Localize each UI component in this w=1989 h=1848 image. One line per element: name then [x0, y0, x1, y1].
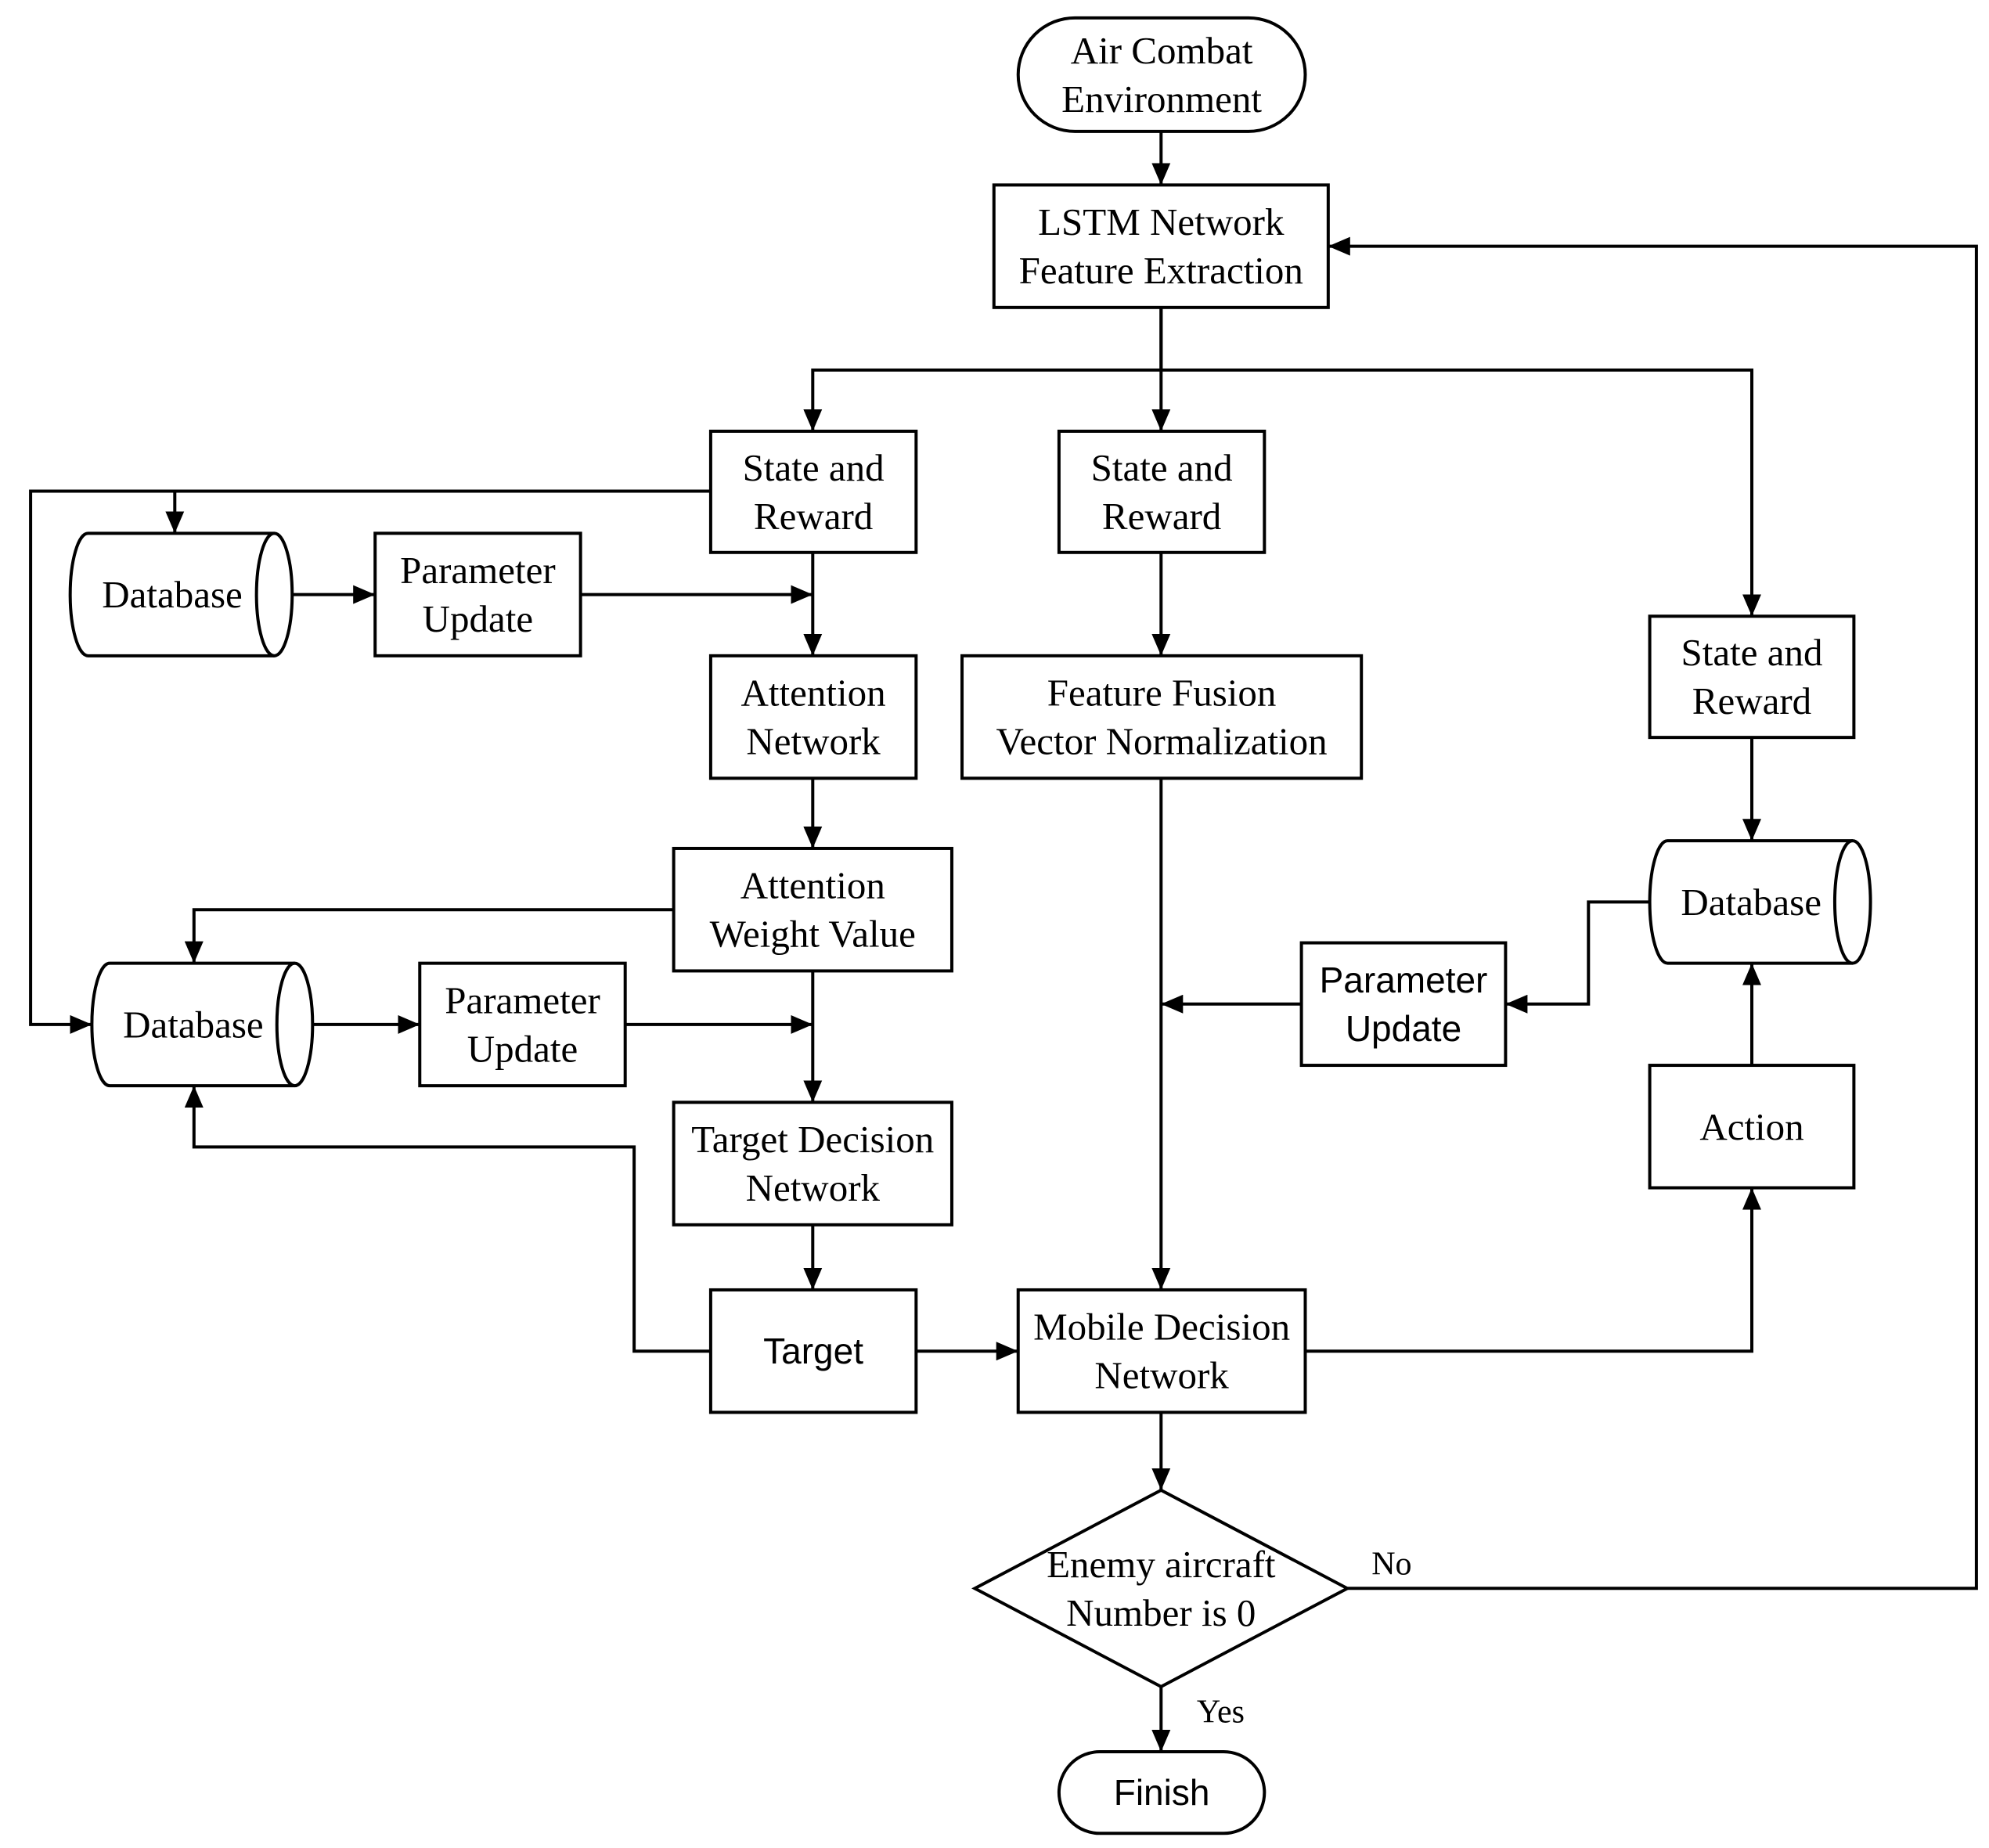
node-enemy-check-label-1: Enemy aircraft [1047, 1543, 1276, 1586]
node-air-combat-env-label-1: Air Combat [1071, 29, 1253, 72]
node-finish [1057, 1749, 1267, 1835]
node-feature-fusion-label-1: Feature Fusion [1047, 672, 1277, 715]
node-sr-left-label-1: State and [743, 446, 885, 489]
edge-db-right-to-pu-right [1505, 900, 1650, 1014]
node-attention-network-label-1: Attention [741, 672, 886, 715]
node-enemy-check-label-2: Number is 0 [1066, 1591, 1256, 1634]
node-attention-weight [672, 846, 953, 973]
node-pu-bottom-left-label-1: Parameter [445, 978, 600, 1021]
node-mobile-decision-label-2: Network [1094, 1354, 1229, 1397]
edge-lstm-to-sr-left [803, 307, 1163, 431]
node-sr-right-label-2: Reward [1692, 679, 1811, 722]
node-finish-label-1: Finish [1114, 1772, 1210, 1813]
node-db-top-left-label-1: Database [102, 573, 243, 616]
node-sr-left-label-2: Reward [754, 495, 873, 538]
node-air-combat-env-label-2: Environment [1061, 77, 1262, 121]
node-pu-top-left-label-2: Update [423, 597, 534, 640]
node-sr-mid-label-2: Reward [1102, 495, 1221, 538]
node-air-combat-env [1016, 16, 1307, 133]
node-pu-bottom-left-label-2: Update [467, 1027, 578, 1070]
node-target-decision-label-2: Network [746, 1166, 881, 1209]
edge-enemy-check-to-lstm [1328, 236, 1978, 1590]
node-target [708, 1288, 918, 1414]
node-pu-right-label-2: Update [1346, 1008, 1461, 1049]
node-db-bottom-left-label-1: Database [123, 1003, 264, 1046]
edge-attention-weight-to-db-bottom-left [184, 908, 674, 964]
node-lstm-label-1: LSTM Network [1038, 200, 1285, 243]
node-pu-top-left [373, 531, 582, 657]
node-action-label-1: Action [1699, 1105, 1803, 1148]
edge-mobile-decision-to-action [1305, 1187, 1761, 1353]
node-pu-bottom-left [418, 961, 627, 1088]
node-target-label-1: Target [763, 1331, 863, 1371]
node-attention-network [708, 654, 918, 780]
node-sr-mid-label-1: State and [1091, 446, 1233, 489]
node-sr-right [1648, 614, 1856, 740]
node-attention-network-label-2: Network [746, 720, 881, 763]
node-attention-weight-label-2: Weight Value [710, 913, 916, 956]
node-enemy-check [971, 1488, 1351, 1689]
node-feature-fusion [960, 654, 1364, 780]
node-lstm [992, 183, 1330, 309]
node-pu-top-left-label-1: Parameter [400, 549, 556, 592]
node-mobile-decision [1016, 1288, 1307, 1414]
node-pu-right [1299, 941, 1508, 1068]
db-right-cylinder-edge [1832, 839, 1854, 965]
edge-sr-left-to-db-bottom-left [29, 489, 175, 1034]
node-pu-right-label-1: Parameter [1320, 960, 1488, 1000]
node-sr-left [708, 429, 918, 554]
node-attention-weight-label-1: Attention [740, 864, 885, 907]
db-top-left-cylinder-edge [254, 531, 275, 657]
node-sr-right-label-1: State and [1681, 631, 1823, 674]
edge-lstm-to-sr-right [1161, 368, 1761, 617]
node-mobile-decision-label-1: Mobile Decision [1033, 1306, 1290, 1349]
db-bottom-left-cylinder-edge [275, 961, 295, 1088]
node-action [1648, 1064, 1856, 1190]
edge-label-no: No [1371, 1546, 1411, 1582]
node-sr-mid [1057, 429, 1267, 554]
edge-sr-left-to-db-top-left [165, 489, 711, 534]
edge-label-yes: Yes [1197, 1695, 1245, 1731]
node-db-right-label-1: Database [1681, 881, 1821, 924]
node-target-decision-label-1: Target Decision [691, 1118, 934, 1161]
node-lstm-label-2: Feature Extraction [1019, 249, 1303, 292]
node-feature-fusion-label-2: Vector Normalization [996, 720, 1328, 763]
edge-target-to-db-bottom-left [184, 1086, 711, 1353]
node-target-decision [672, 1101, 953, 1227]
